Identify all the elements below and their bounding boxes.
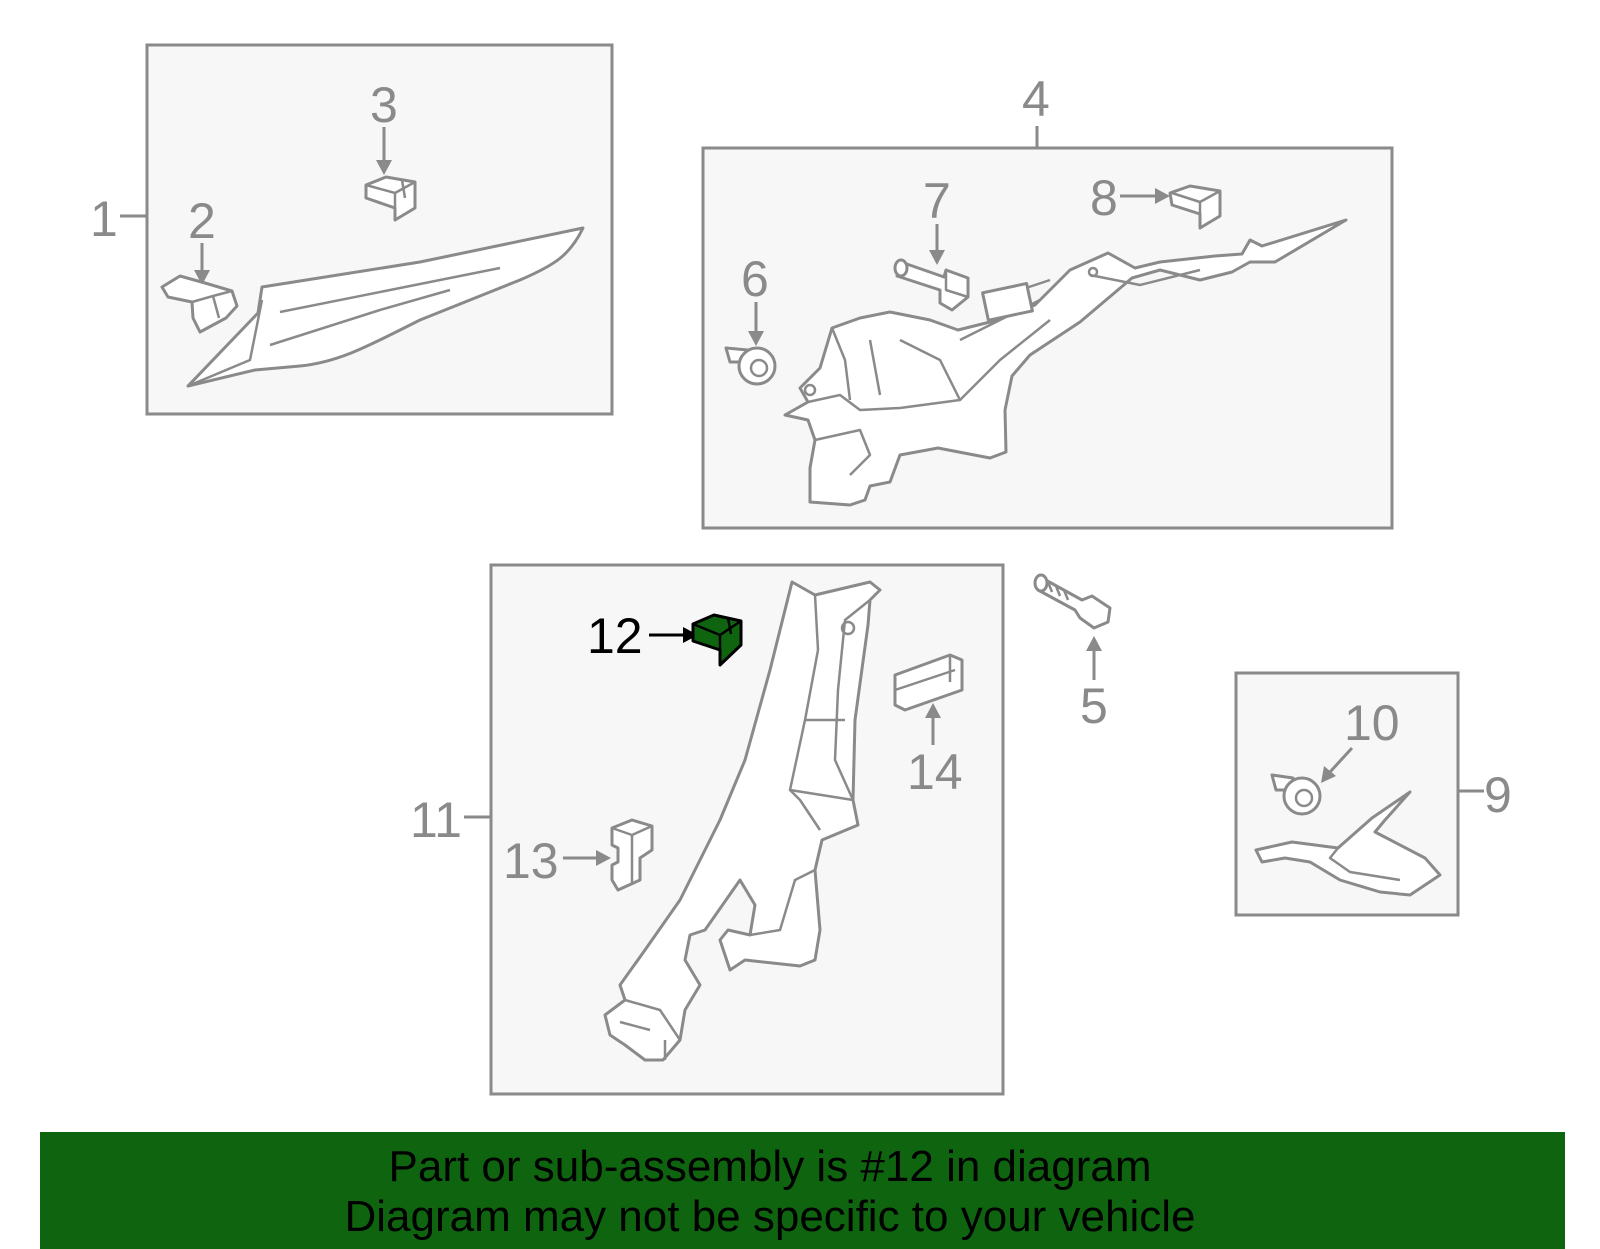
- callout-12[interactable]: 12: [587, 608, 643, 664]
- banner-line-2: Diagram may not be specific to your vehi…: [344, 1192, 1196, 1241]
- assembly-box-1: 1 3 2: [90, 43, 614, 416]
- callout-3[interactable]: 3: [370, 77, 398, 133]
- nut-part-10[interactable]: [1270, 773, 1322, 816]
- info-banner: Part or sub-assembly is #12 in diagram D…: [40, 1132, 1565, 1249]
- assembly-box-11: 11 12 13 14: [410, 563, 1005, 1096]
- callout-4[interactable]: 4: [1022, 71, 1050, 127]
- callout-14[interactable]: 14: [907, 744, 963, 800]
- callout-10[interactable]: 10: [1344, 695, 1400, 751]
- callout-6[interactable]: 6: [741, 251, 769, 307]
- nut-part-6[interactable]: [724, 346, 777, 386]
- trim-panel-part-1[interactable]: [186, 226, 585, 388]
- callout-9[interactable]: 9: [1484, 767, 1512, 823]
- assembly-box-9: 9 10: [1234, 671, 1512, 917]
- banner-line-1: Part or sub-assembly is #12 in diagram: [388, 1142, 1152, 1191]
- callout-5[interactable]: 5: [1080, 678, 1108, 734]
- callout-7[interactable]: 7: [923, 173, 951, 229]
- clip-part-12-highlighted[interactable]: [691, 613, 743, 667]
- bolt-part-5[interactable]: 5: [1033, 573, 1112, 734]
- callout-13[interactable]: 13: [503, 833, 559, 889]
- clip-part-2[interactable]: [160, 274, 239, 334]
- callout-1[interactable]: 1: [90, 191, 118, 247]
- pillar-trim-part-11[interactable]: [603, 580, 882, 1062]
- pin-part-7[interactable]: [893, 258, 970, 312]
- bracket-part-4[interactable]: [783, 218, 1348, 507]
- callout-2[interactable]: 2: [188, 193, 216, 249]
- pad-part-14[interactable]: [893, 653, 964, 712]
- clip-part-3[interactable]: [364, 175, 417, 222]
- clip-part-8[interactable]: [1168, 184, 1222, 230]
- callout-8[interactable]: 8: [1090, 170, 1118, 226]
- callout-11[interactable]: 11: [410, 792, 462, 848]
- trim-part-9[interactable]: [1254, 790, 1442, 897]
- clip-part-13[interactable]: [610, 818, 654, 892]
- assembly-box-4: 4 7 8 6: [701, 71, 1394, 530]
